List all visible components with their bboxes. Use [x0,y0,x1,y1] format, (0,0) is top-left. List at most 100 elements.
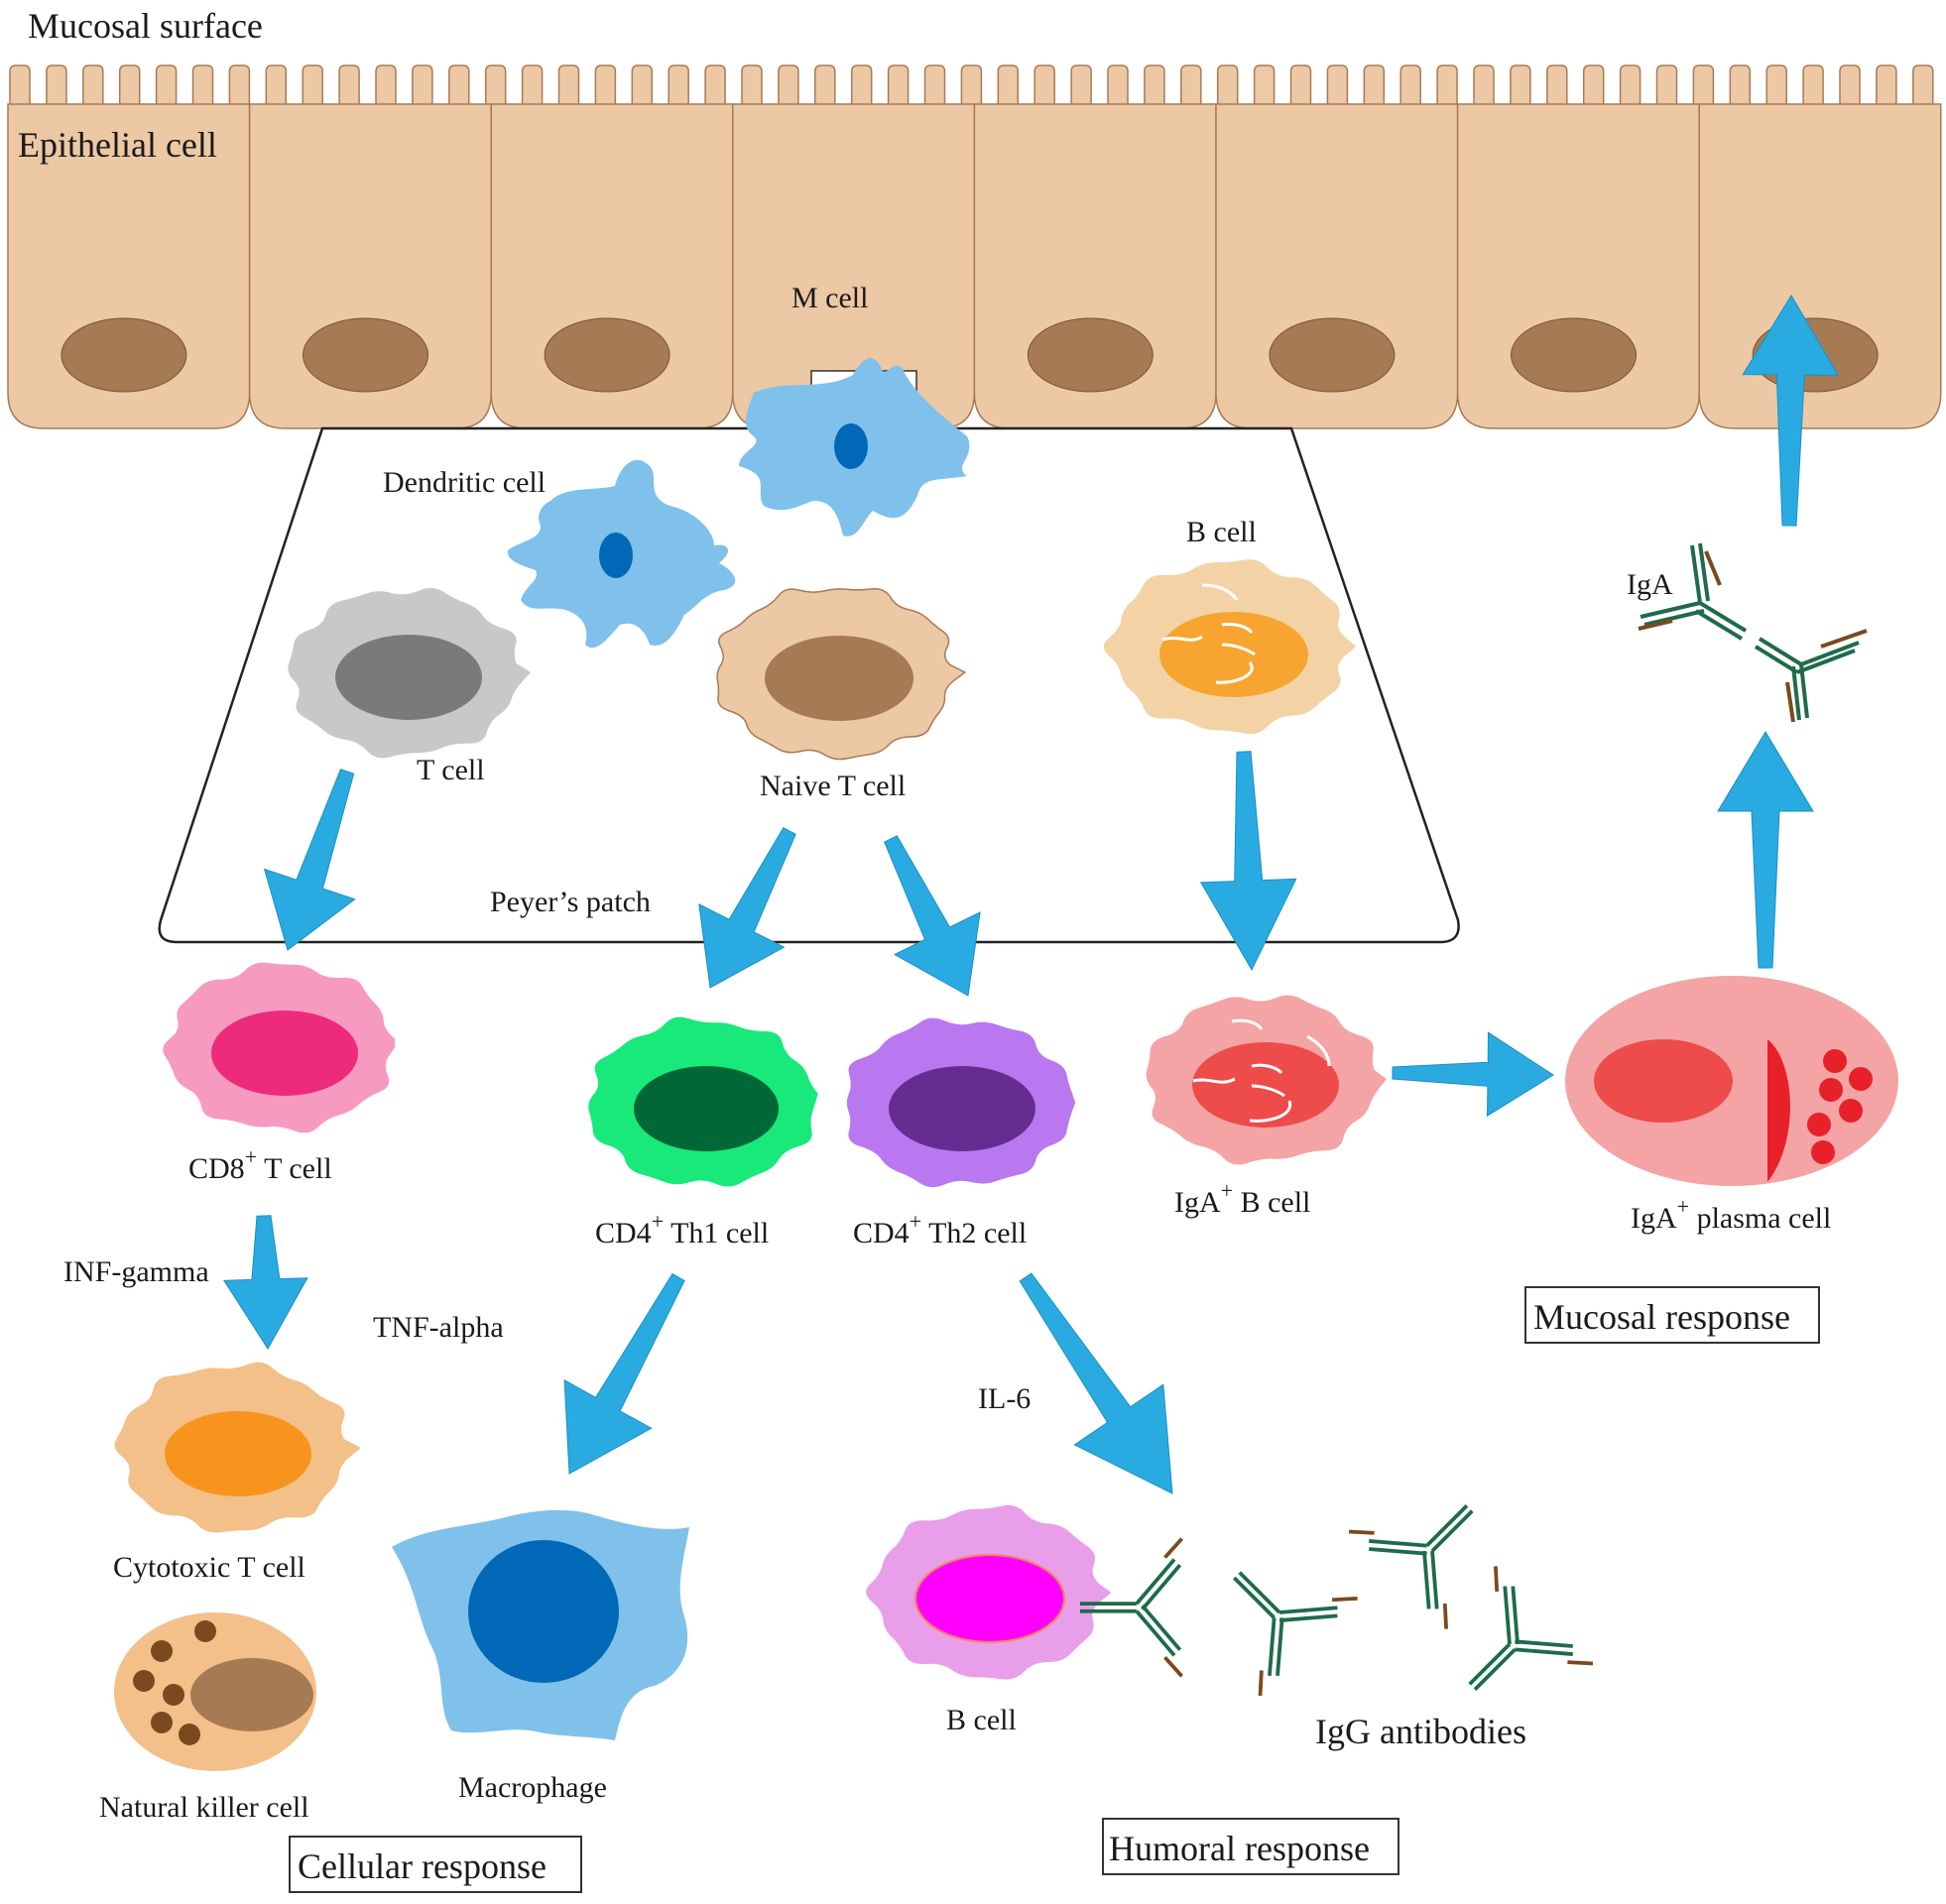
arrow-igab-to-plasma [1392,1031,1554,1118]
microvillus [1436,64,1458,106]
microvillus [1144,64,1165,106]
microvillus [960,64,983,106]
microvillus [1399,64,1421,106]
t-cell-label: T cell [417,754,485,786]
iga-label: IgA [1627,568,1673,601]
tnf-alpha-label: TNF-alpha [373,1311,504,1344]
epithelial-nucleus [544,317,670,393]
microvillus [1216,64,1239,106]
microvillus [302,64,323,106]
microvillus [1839,64,1861,106]
epithelial-cells [7,103,1942,429]
igg-antibody [1079,1537,1184,1678]
cd8-t-cell-label: CD8+ T cell [188,1144,332,1185]
dendritic-cell-upper [739,358,970,536]
natural-killer-cell-label: Natural killer cell [99,1791,309,1824]
arrow-plasma-to-iga [1717,731,1814,969]
epithelial-nucleus [303,317,429,393]
th1-cell [588,1016,818,1187]
microvillus [704,64,726,106]
microvillus [1253,64,1276,106]
arrow-iga-to-epithelium [1742,295,1840,527]
microvillus [484,64,507,106]
epithelial-nucleus [1027,317,1154,393]
microvillus [1655,64,1678,106]
microvillus [228,64,251,106]
microvillus [1619,64,1642,106]
microvillus [338,64,360,106]
macrophage-cell [392,1509,689,1740]
dendritic-cell-label: Dendritic cell [383,466,546,499]
arrow-naive-to-th1 [698,827,796,989]
arrow-naive-to-th2 [884,835,981,997]
igg-antibody [1232,1571,1358,1697]
microvillus [778,64,799,106]
iga-plasma-cell-label: IgA+ plasma cell [1631,1194,1831,1235]
microvillus [668,64,689,106]
microvillus [1289,64,1312,106]
microvillus [265,64,288,106]
microvillus [1692,64,1715,106]
microvillus [1034,64,1055,106]
igg-antibody [1348,1503,1474,1629]
microvillus [1107,64,1129,106]
microvillus [1510,64,1531,106]
microvillus [1802,64,1824,106]
naive-t-cell-label: Naive T cell [760,770,906,802]
th2-cell [846,1017,1076,1188]
il6-label: IL-6 [978,1382,1031,1415]
arrow-cd8-to-cytotoxic [223,1215,308,1350]
mucosal-response-label: Mucosal response [1533,1297,1790,1337]
microvillus [521,64,544,106]
epithelial-nucleus [1511,317,1638,393]
peyers-patch-label: Peyer’s patch [490,886,651,918]
arrows [223,295,1840,1494]
cytotoxic-t-cell [114,1362,361,1533]
microvillus [1876,64,1897,106]
epithelial-cell-label: Epithelial cell [18,125,217,165]
microvillus [741,64,763,106]
iga-plasma-cell [1565,976,1898,1186]
m-cell-label: M cell [791,282,868,314]
microvillus [191,64,214,106]
th1-cell-label: CD4+ Th1 cell [595,1209,769,1250]
iga-dimer [1638,542,1868,723]
peyers-patch-outline [158,426,1460,944]
microvillus [1070,64,1092,106]
th2-cell-label: CD4+ Th2 cell [853,1209,1027,1250]
inf-gamma-label: INF-gamma [63,1255,209,1288]
microvillus [82,64,104,106]
microvillus [448,64,470,106]
dendritic-cell-lower [507,459,736,649]
microvillus [1546,64,1568,106]
macrophage-label: Macrophage [458,1771,607,1804]
naive-t-cell [716,588,967,761]
microvillus [1473,64,1495,106]
epithelial-nucleus [61,317,187,393]
microvillus [814,64,836,106]
b-cell-upper [1103,559,1357,735]
microvillus [997,64,1020,106]
microvillus [46,64,67,106]
t-cell [288,587,532,759]
microvillus [118,64,141,106]
antibodies [1079,542,1868,1697]
arrow-th1-to-macrophage [563,1272,685,1475]
microvillus [887,64,910,106]
igg-antibody [1468,1566,1594,1692]
microvillus [594,64,617,106]
b-cell-top-label: B cell [1186,516,1257,548]
microvillus [9,64,31,106]
epithelium-layer [7,64,1942,429]
microvillus [1363,64,1386,106]
microvillus [155,64,178,106]
cd8-t-cell [163,962,396,1133]
microvillus [1912,64,1934,106]
microvillus [1582,64,1605,106]
microvillus [850,64,873,106]
microvilli [9,64,1934,106]
b-cell-bottom-label: B cell [946,1704,1017,1736]
mucosal-response-box: Mucosal response [1524,1286,1820,1344]
microvillus [412,64,433,106]
